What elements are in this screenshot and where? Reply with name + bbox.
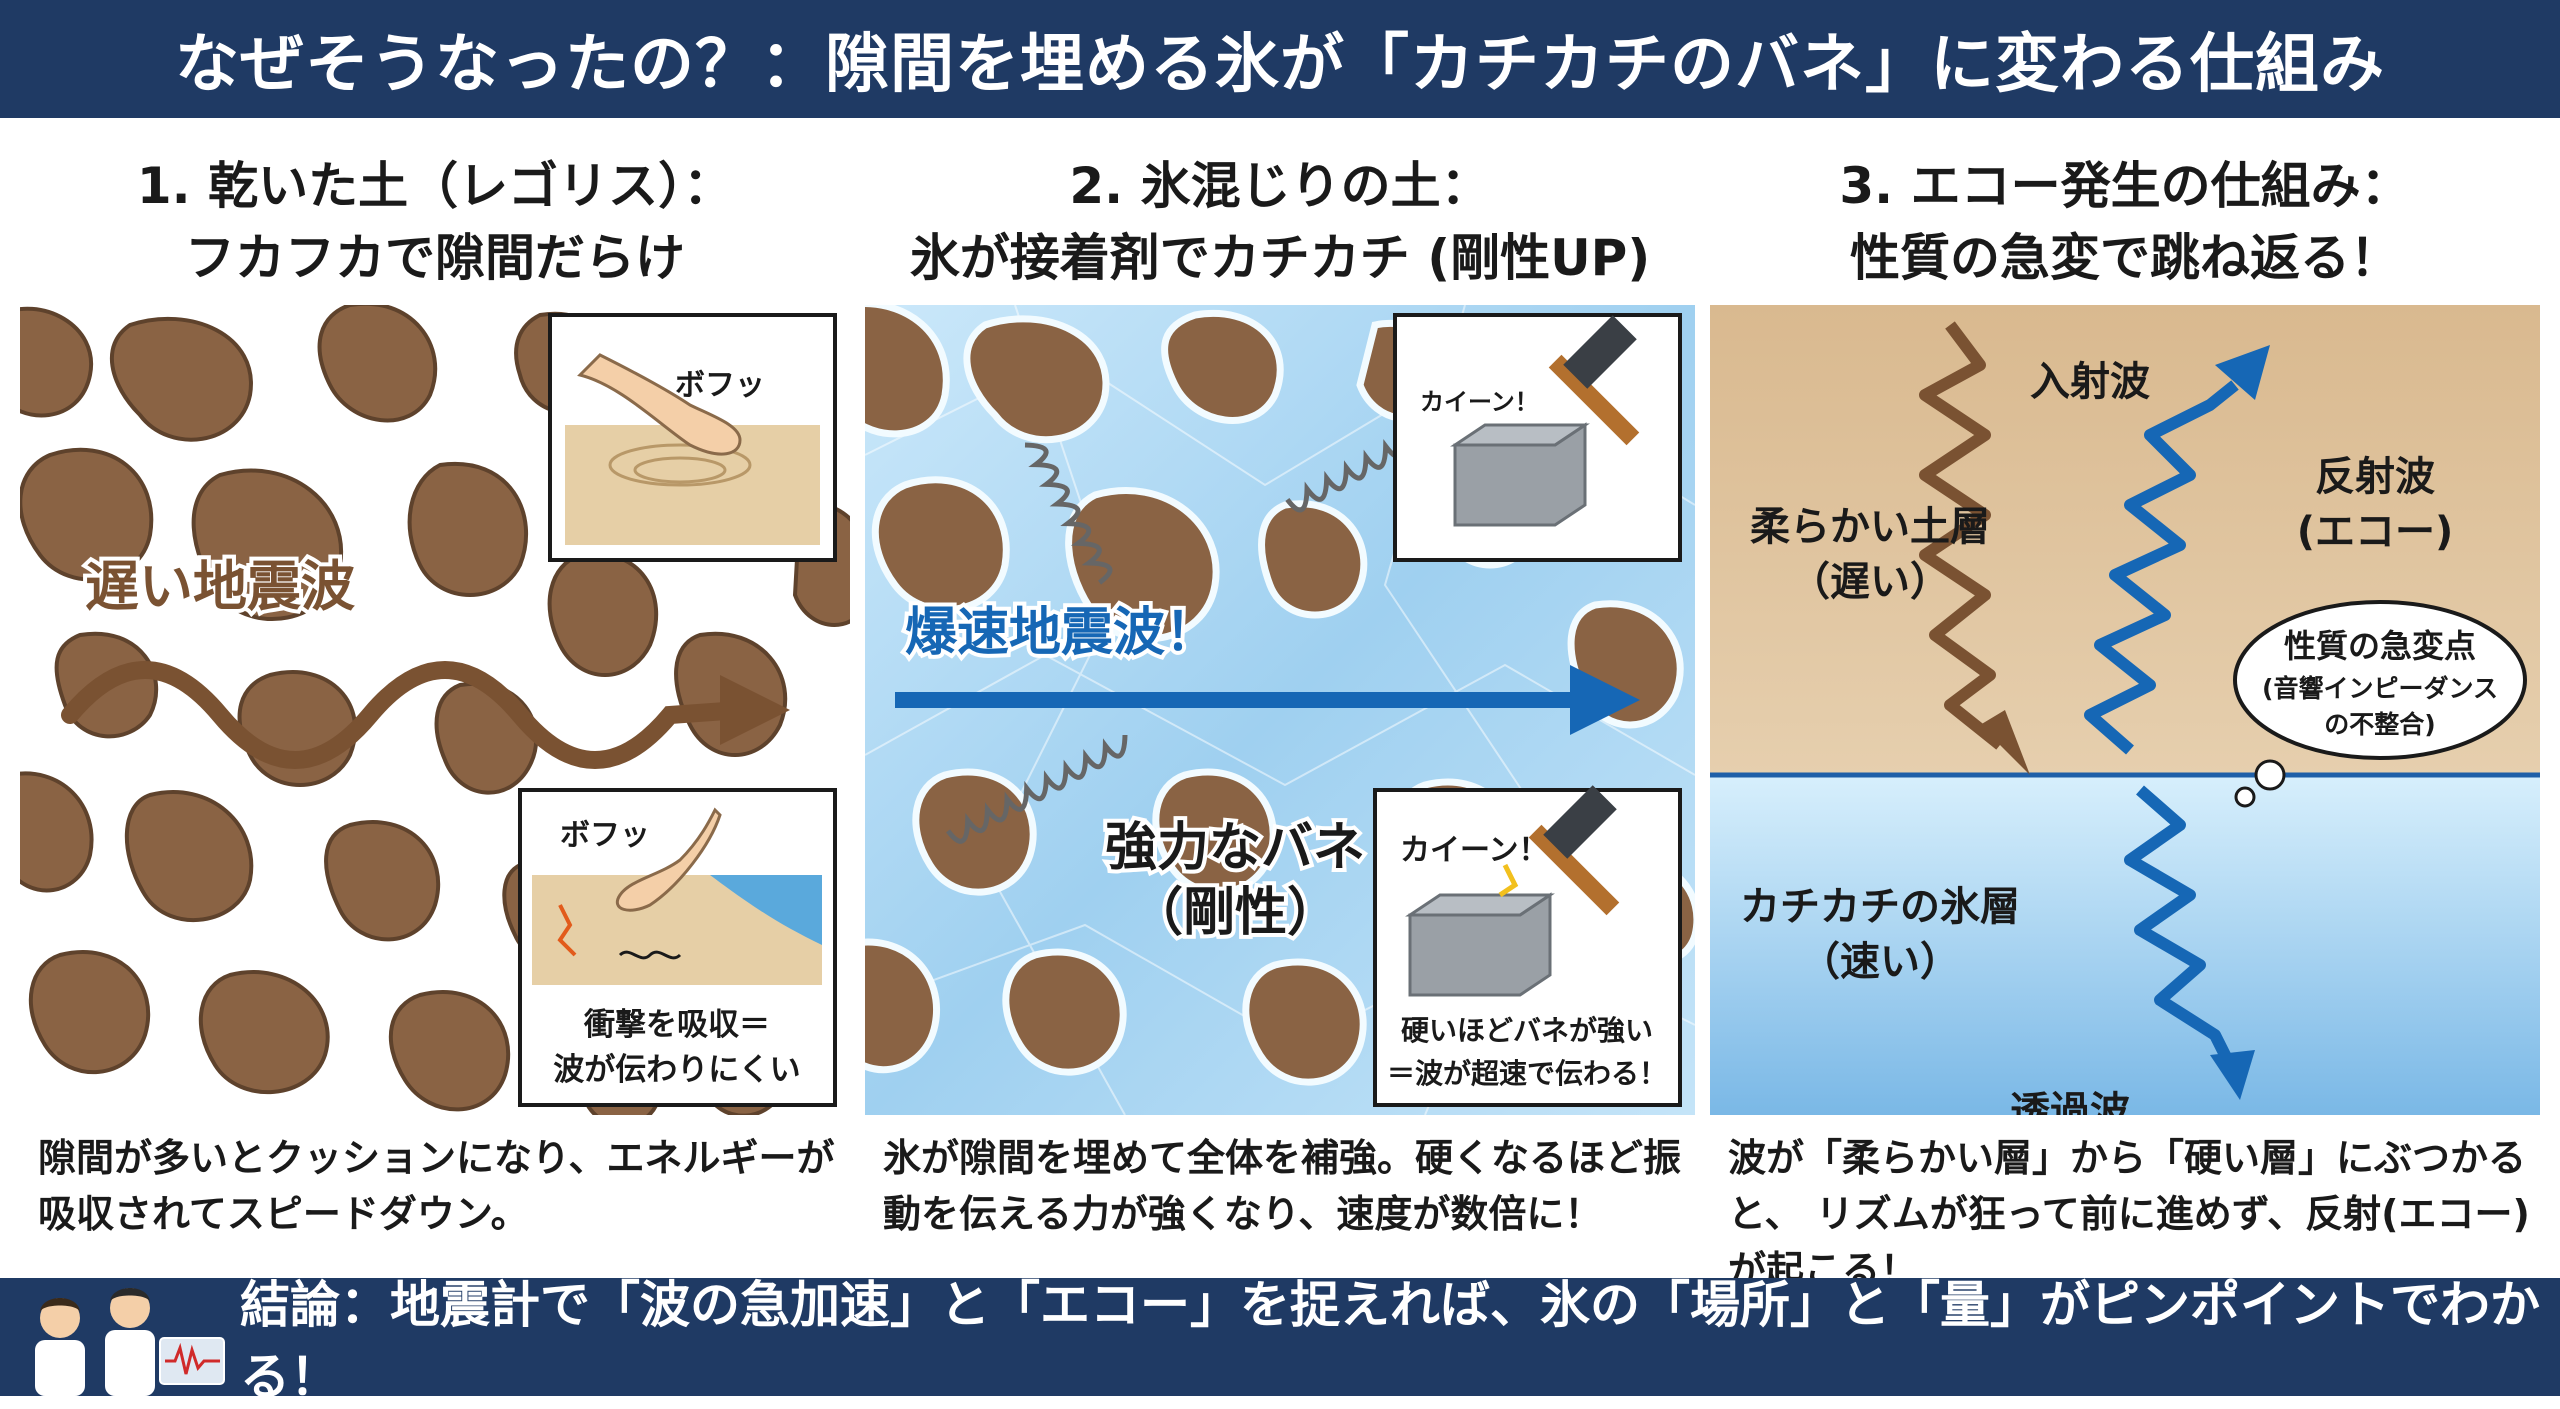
seismograph-icon xyxy=(159,1337,225,1385)
inset-top: ボフッ xyxy=(548,313,837,562)
reflected-wave-label-line-2: (エコー) xyxy=(2297,509,2454,555)
hand-icon xyxy=(616,807,722,912)
echo-illustration: 入射波 反射波 (エコー) 柔らかい土層 （遅い） カチカチの氷層 （速い） 透… xyxy=(1710,305,2540,1115)
panel-icy-soil: 2. 氷混じりの土： 氷が接着剤でカチカチ (剛性UP) xyxy=(865,130,1695,1270)
panel-heading: 2. 氷混じりの土： 氷が接着剤でカチカチ (剛性UP) xyxy=(865,150,1695,294)
inset-caption-line-2: ＝波が超速で伝わる！ xyxy=(1387,1057,1667,1090)
bubble-line-2: (音響インピーダンス xyxy=(2262,674,2498,703)
sound-label-top: カイーン！ xyxy=(1420,388,1539,416)
hard-layer-label-line-1: カチカチの氷層 xyxy=(1740,884,2020,930)
soft-layer-label-line-2: （遅い） xyxy=(1790,559,1950,605)
panel-caption: 氷が隙間を埋めて全体を補強。硬くなるほど振動を伝える力が強くなり、速度が数倍に！ xyxy=(883,1136,1682,1236)
conclusion-text: 結論：地震計で「波の急加速」と「エコー」を捉えれば、氷の「場所」と「量」がピンポ… xyxy=(240,1276,2540,1406)
sound-label-bottom: カイーン！ xyxy=(1400,833,1549,868)
spring-icon xyxy=(1024,442,1113,585)
heading-line-2: フカフカで隙間だらけ xyxy=(185,229,685,287)
panel-heading: 1. 乾いた土（レゴリス）： フカフカで隙間だらけ xyxy=(20,150,850,294)
icy-soil-illustration: 爆速地震波！ 強力なバネ （剛性） カイーン！ xyxy=(865,305,1695,1115)
heading-line-1: 2. 氷混じりの土： xyxy=(1069,157,1491,215)
heading-line-1: 1. 乾いた土（レゴリス）： xyxy=(136,157,734,215)
wave-label: 爆速地震波！ xyxy=(905,603,1217,663)
hammer-icon xyxy=(1548,315,1640,446)
hand-icon xyxy=(577,353,742,456)
hard-layer-label-line-2: （速い） xyxy=(1800,939,1960,985)
panel-caption: 波が「柔らかい層」から「硬い層」にぶつかると、 リズムが狂って前に進めず、反射(… xyxy=(1728,1136,2530,1292)
panel-heading: 3. エコー発生の仕組み： 性質の急変で跳ね返る！ xyxy=(1710,150,2540,294)
spring-icon xyxy=(946,734,1128,844)
bubble-line-1: 性質の急変点 xyxy=(2284,627,2476,665)
panel-dry-soil: 1. 乾いた土（レゴリス）： フカフカで隙間だらけ xyxy=(20,130,850,1270)
panel-echo: 3. エコー発生の仕組み： 性質の急変で跳ね返る！ xyxy=(1710,130,2540,1292)
inset-caption-line-1: 衝撃を吸収＝ xyxy=(583,1007,770,1043)
page-title: なぜそうなったの？：隙間を埋める氷が「カチカチのバネ」に変わる仕組み xyxy=(0,0,2560,118)
heading-line-2: 氷が接着剤でカチカチ (剛性UP) xyxy=(909,229,1651,287)
soft-layer-label-line-1: 柔らかい土層 xyxy=(1750,504,1990,550)
inset-top: カイーン！ xyxy=(1393,313,1682,562)
sound-label-top: ボフッ xyxy=(675,368,765,403)
transmitted-wave-label: 透過波 xyxy=(2010,1089,2130,1115)
inset-caption-line-1: 硬いほどバネが強い xyxy=(1401,1014,1653,1047)
spring-label-line-1: 強力なバネ xyxy=(1105,818,1365,878)
dry-soil-illustration: 遅い地震波 ボフッ ボフッ 衝撃を吸収＝ 波が伝わりにくい xyxy=(20,305,850,1115)
inset-bottom: カイーン！ 硬いほどバネが強い ＝波が超速で伝わる！ xyxy=(1373,785,1682,1107)
incident-wave-label: 入射波 xyxy=(2030,359,2150,405)
bubble-line-3: の不整合) xyxy=(2324,710,2435,739)
thought-bubble: 性質の急変点 (音響インピーダンス の不整合) xyxy=(2233,600,2527,808)
conclusion-bar: 結論：地震計で「波の急加速」と「エコー」を捉えれば、氷の「場所」と「量」がピンポ… xyxy=(0,1276,2560,1406)
sound-label-bottom: ボフッ xyxy=(560,818,650,853)
panel-caption: 隙間が多いとクッションになり、エネルギーが吸収されてスピードダウン。 xyxy=(38,1136,835,1236)
scientists-icon xyxy=(35,1288,225,1396)
reflected-wave-label-line-1: 反射波 xyxy=(2315,454,2435,500)
inset-caption-line-2: 波が伝わりにくい xyxy=(553,1052,800,1088)
inset-bottom: ボフッ 衝撃を吸収＝ 波が伝わりにくい xyxy=(518,788,837,1107)
spring-label-line-2: （剛性） xyxy=(1131,883,1339,943)
heading-line-2: 性質の急変で跳ね返る！ xyxy=(1850,229,2400,287)
wave-label: 遅い地震波 xyxy=(85,555,355,618)
heading-line-1: 3. エコー発生の仕組み： xyxy=(1839,157,2411,215)
hammer-icon xyxy=(1528,785,1620,916)
